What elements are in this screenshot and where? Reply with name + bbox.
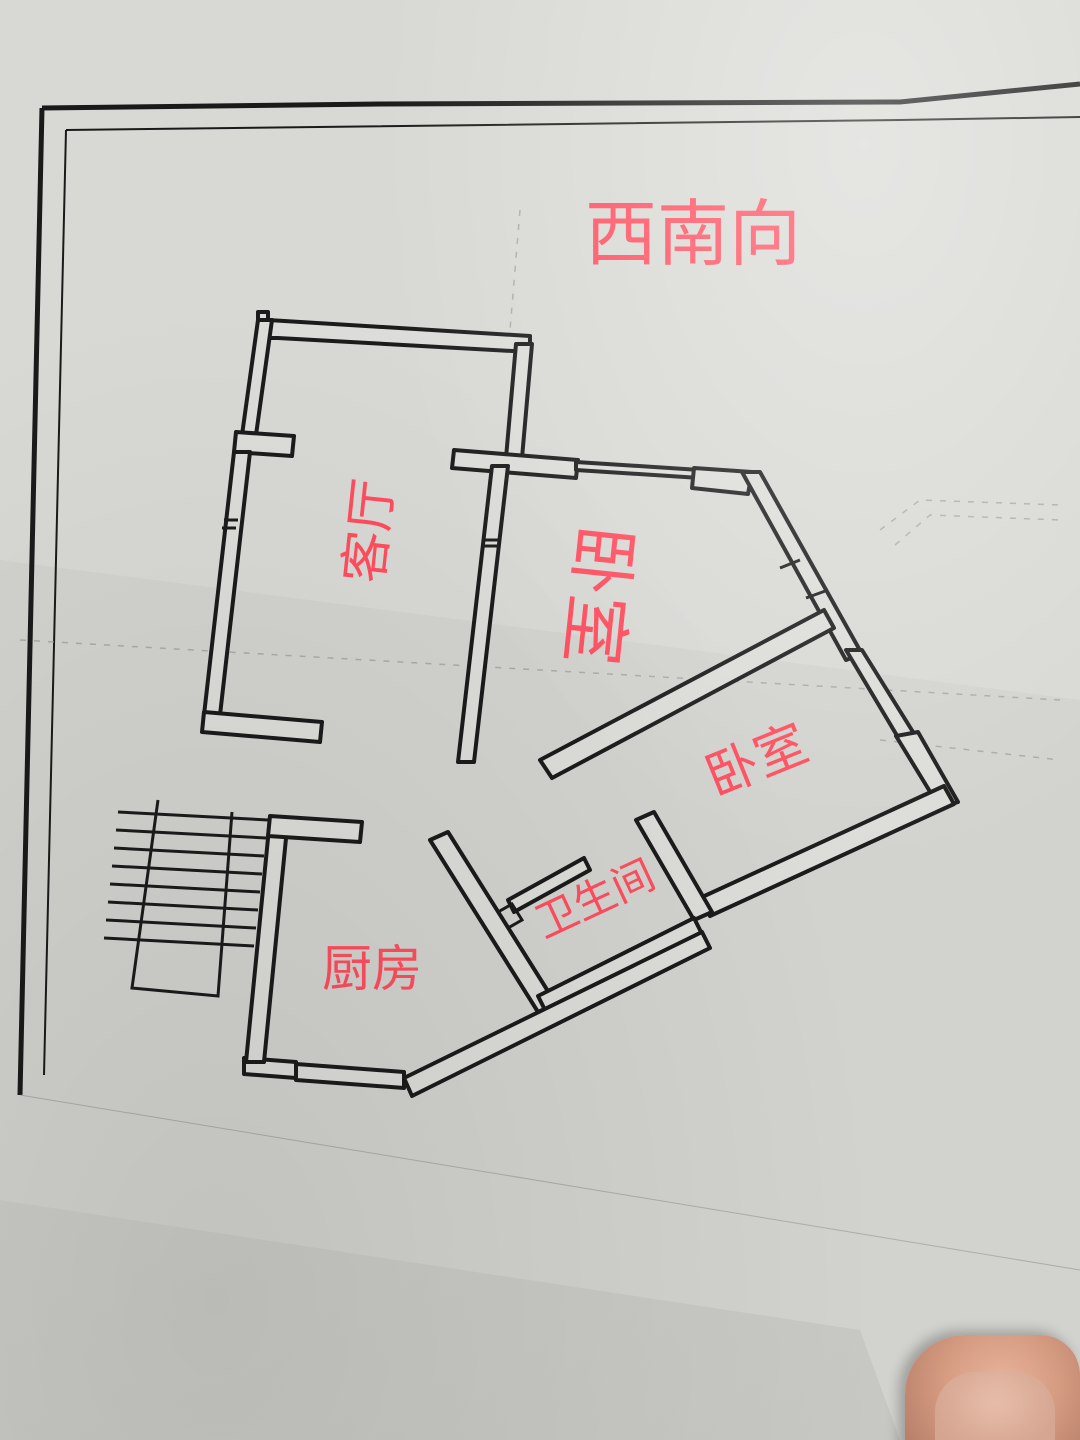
wall-kitchen-bottom-2 <box>294 1062 406 1090</box>
walls <box>200 310 960 1098</box>
wall-bathroom-inner <box>506 856 592 914</box>
wall-kitchen-outer <box>402 930 712 1098</box>
room-label-living: 客厅 <box>334 476 406 586</box>
wall-bedroom-top-corner <box>690 466 754 496</box>
wall-bedroom2-left <box>634 810 714 922</box>
wall-bedroom-divider <box>538 608 836 780</box>
wall-kitchen-top <box>266 814 364 844</box>
wall-living-bottom <box>200 710 324 744</box>
fingernail <box>935 1372 1055 1440</box>
orientation-label: 西南向 <box>585 192 802 276</box>
room-label-bedroom-top: 卧室 <box>549 521 647 669</box>
staircase <box>103 799 269 998</box>
drawing-frame <box>17 81 1080 1271</box>
wall-partition-t-head <box>450 448 580 480</box>
wall-marks <box>222 518 829 931</box>
room-label-kitchen: 厨房 <box>322 940 422 998</box>
